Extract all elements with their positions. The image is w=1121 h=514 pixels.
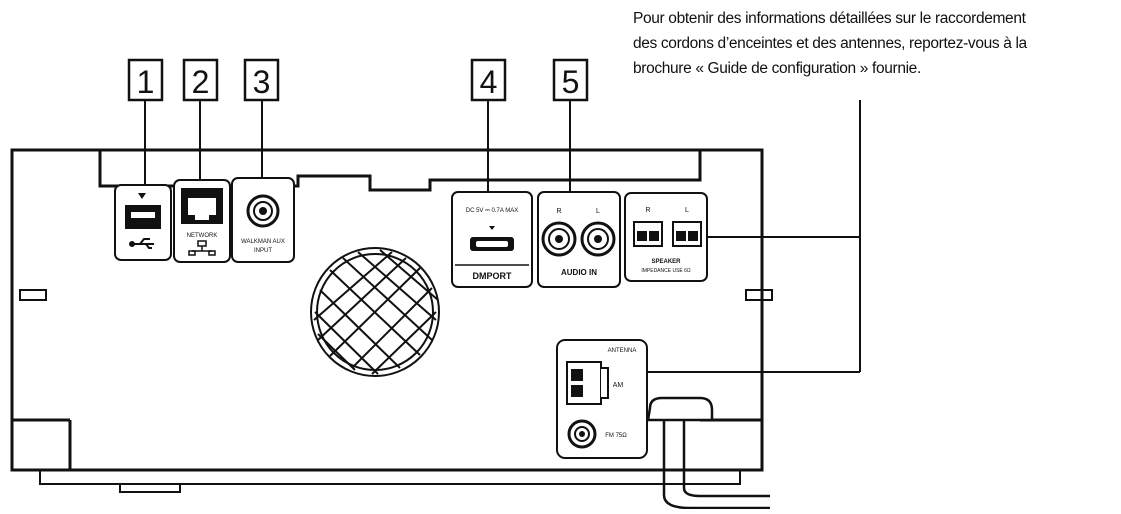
usb-icon [129,238,154,249]
audio-l-label: L [596,208,600,215]
am-terminal [566,361,609,405]
speaker-label: SPEAKER [651,259,681,265]
connection-note-line-1: Pour obtenir des informations détaillées… [633,10,1026,27]
dmport-arrow-icon [489,226,495,230]
speaker-terminals: R L SPEAKER IMPEDANCE USE 6Ω [624,192,708,282]
aux-input-label: WALKMAN AUX [241,239,285,245]
dmport-label: DMPORT [473,271,512,281]
network-port: NETWORK [173,179,231,263]
speaker-r-label: R [645,207,650,214]
dmport: DC 5V ⎓ 0.7A MAX DMPORT [451,191,533,288]
audio-r-jack [541,221,577,257]
fm-label: FM 75Ω [605,433,627,439]
network-icon [188,240,216,256]
antenna-terminals: ANTENNA AM FM 75Ω [556,339,648,459]
usb-arrow-icon [138,193,146,199]
am-label: AM [613,382,624,389]
speaker-l-terminal [672,221,702,247]
callout-5-label: 5 [562,64,580,100]
callout-2: 2 [182,58,219,180]
callout-5: 5 [552,58,589,195]
speaker-sublabel: IMPEDANCE USE 6Ω [641,268,691,274]
callout-4-label: 4 [480,64,498,100]
audio-l-jack [580,221,616,257]
right-slot [745,289,773,301]
speaker-r-terminal [633,221,663,247]
callout-4: 4 [470,58,507,195]
callout-1: 1 [127,58,164,185]
caption-leader-lines [647,100,861,373]
audio-in-label: AUDIO IN [561,268,597,277]
audio-in-ports: R L AUDIO IN [537,191,621,288]
callout-3: 3 [243,58,280,180]
fan-grille [310,247,440,377]
audio-r-label: R [556,208,561,215]
power-cord [646,396,770,510]
speaker-l-label: L [685,207,689,214]
fm-jack [567,419,597,449]
callout-3-label: 3 [253,64,271,100]
dmport-power-label: DC 5V ⎓ 0.7A MAX [466,208,518,214]
usb-port [114,184,172,261]
aux-input-sublabel: INPUT [254,248,272,254]
antenna-label: ANTENNA [608,348,637,354]
connection-note-line-3: brochure « Guide de configuration » four… [633,60,921,77]
network-label: NETWORK [187,233,218,239]
connection-note: Pour obtenir des informations détaillées… [633,6,1119,81]
aux-input-port: WALKMAN AUX INPUT [231,177,295,263]
callout-1-label: 1 [137,64,155,100]
callout-2-label: 2 [192,64,210,100]
left-slot [19,289,47,301]
connection-note-line-2: des cordons d’enceintes et des antennes,… [633,35,1027,52]
